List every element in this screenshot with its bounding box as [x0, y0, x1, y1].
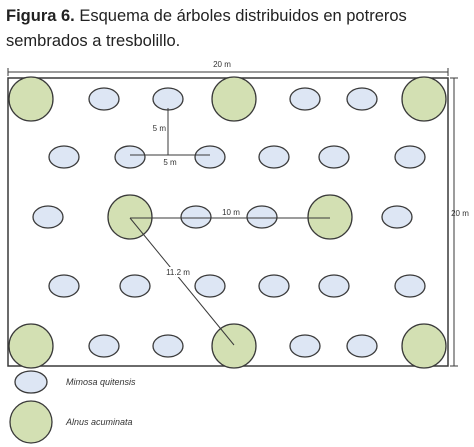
legend-mimosa-label: Mimosa quitensis — [66, 377, 136, 387]
mimosa-tree — [152, 87, 184, 111]
legend-alnus-symbol — [9, 400, 53, 444]
alnus-tree — [401, 76, 447, 122]
mimosa-tree — [246, 205, 278, 229]
mimosa-tree — [289, 87, 321, 111]
mimosa-tree — [119, 274, 151, 298]
mimosa-tree — [88, 87, 120, 111]
legend-alnus-label: Alnus acuminata — [65, 417, 133, 427]
mimosa-tree — [394, 274, 426, 298]
alnus-tree — [107, 194, 153, 240]
alnus-tree — [8, 323, 54, 369]
mimosa-tree — [289, 334, 321, 358]
mimosa-tree — [394, 145, 426, 169]
mimosa-tree — [318, 145, 350, 169]
mimosa-tree — [346, 87, 378, 111]
alnus-tree — [8, 76, 54, 122]
paddock-boundary — [7, 77, 449, 367]
diagonal-line — [129, 217, 235, 346]
right-dimension-label: 20 m — [451, 209, 469, 218]
tree-grid — [8, 76, 447, 369]
mimosa-tree — [194, 145, 226, 169]
alnus-tree — [211, 323, 257, 369]
legend-mimosa-symbol — [14, 370, 48, 394]
mimosa-tree — [258, 274, 290, 298]
measurements: 5 m 5 m 10 m 11.2 m — [129, 108, 330, 346]
alnus-tree — [211, 76, 257, 122]
alnus-tree — [401, 323, 447, 369]
mimosa-tree — [258, 145, 290, 169]
legend: Mimosa quitensis Alnus acuminata — [9, 370, 136, 444]
large-spacing-label: 10 m — [222, 208, 240, 217]
alnus-tree — [307, 194, 353, 240]
figure-label: Figura 6. — [6, 7, 75, 25]
mimosa-tree — [88, 334, 120, 358]
figure-title: Esquema de árboles distribuidos en potre… — [6, 7, 407, 50]
mimosa-tree — [346, 334, 378, 358]
top-dimension-label: 20 m — [213, 60, 231, 69]
horizontal-spacing-label: 5 m — [163, 158, 177, 167]
mimosa-tree — [48, 145, 80, 169]
figure-caption: Figura 6. Esquema de árboles distribuido… — [6, 4, 468, 54]
mimosa-tree — [318, 274, 350, 298]
mimosa-tree — [152, 334, 184, 358]
mimosa-tree — [32, 205, 64, 229]
mimosa-tree — [194, 274, 226, 298]
mimosa-tree — [180, 205, 212, 229]
mimosa-tree — [381, 205, 413, 229]
mimosa-tree — [114, 145, 146, 169]
mimosa-tree — [48, 274, 80, 298]
diagonal-label: 11.2 m — [166, 268, 190, 277]
vertical-spacing-label: 5 m — [153, 124, 167, 133]
